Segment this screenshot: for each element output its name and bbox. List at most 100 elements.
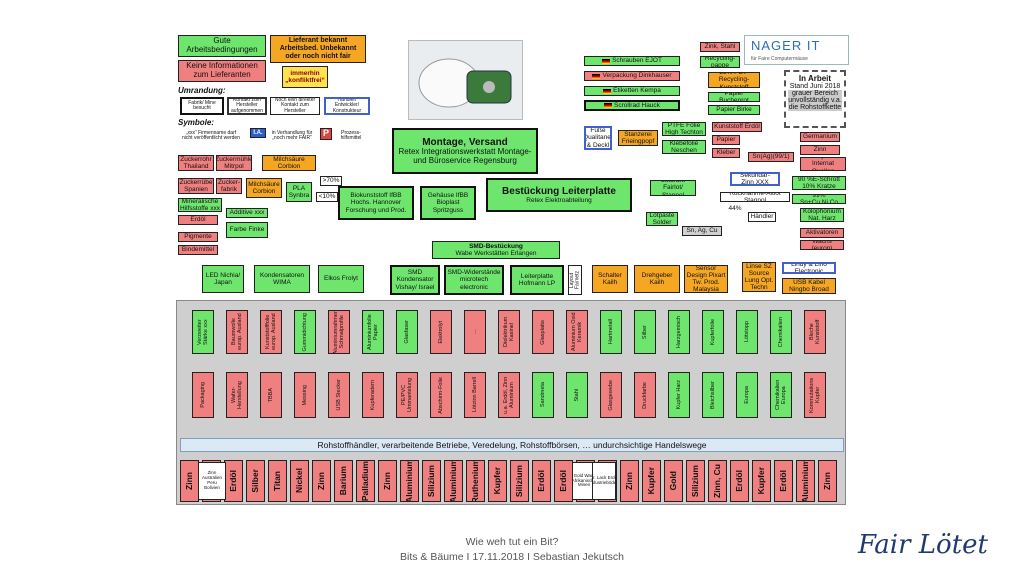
raw-material: Gold [664,460,683,502]
gray-item-label: Druckfarbe [641,381,648,409]
raw-material-label: Erdöl [777,470,788,492]
fair-loetet-logo: Fair Lötet [858,530,988,560]
part-tin: Zinn [800,145,840,155]
gray-item: Kunststofffolie europ. Ausland [260,310,282,354]
part-pigments: Pigmente [178,232,218,242]
gray-item: Baumwolle europ. Ausland [226,310,248,354]
gray-item: Chemikalien [770,310,792,354]
assembly-sub: Retex Integrationswerkstatt Montage- und… [398,146,532,165]
gray-item: Packaging [192,372,214,418]
gray-item-label: Lötstopp [743,321,750,343]
raw-material: Palladium [356,460,375,502]
raw-material-label: Zinn [623,472,634,490]
gray-item-label: Kupferfolie [709,318,716,346]
raw-material-label: Zinn, Cu [711,464,722,498]
part-scrollwheel: Scrollrad Hauck [584,100,680,111]
raw-material-label: Erdöl [535,470,546,492]
part-ptfe: PTFE Folie High Techton [662,122,706,136]
gray-item-label: Dielektrikum Kasinel [502,316,515,348]
component-sensor: Sensor Design Pixart Tw. Prod. Malaysia [684,265,728,293]
gray-item-label: Chemikalien [777,316,784,348]
gray-item: Messing [294,372,316,418]
raw-material: Erdöl [774,460,793,502]
gray-item: Abschirm-Folie [430,372,452,418]
gray-item: Stahl [566,372,588,418]
raw-material: Erdöl [224,460,243,502]
process-aid-icon: P [320,128,332,140]
pcb-assembly-box: Bestückung Leiterplatte Retex Elektroabt… [486,178,632,212]
component-led: LED Nichia/ Japan [202,265,244,293]
part-glue: Kleber [712,148,740,158]
gray-item-label: Lötzinn Barrell [471,377,478,413]
raw-material: Titan [268,460,287,502]
gray-item-label: Verzweiter Stärke xxx [196,319,209,345]
raw-material-label: Kupfer [755,467,766,495]
label-70-percent: >70% [320,176,342,186]
legend-symbol-process: Prozess-hilfsmittel [334,128,368,144]
part-sugar-factory: Zucker-fabrik [216,178,242,194]
ia-icon: I.A. [250,128,266,138]
part-feet: Füße Qualitaner & Deckl [584,126,612,150]
legend-good: Gute Arbeitsbedingungen [178,35,266,57]
part-activators: Aktivatoren [800,228,844,238]
legend-frame-no-contact: Noch kein direkter Kontakt zum Herstelle… [270,97,320,115]
raw-material: Aluminium [444,460,463,502]
raw-material: Kupfer [488,460,507,502]
gray-item: … [464,310,486,354]
gray-item: Sandmeta [532,372,554,418]
raw-material-label: Gold [667,471,678,491]
nager-it-title: NAGER IT [751,38,821,53]
gray-item: Harzgemisch [668,310,690,354]
gray-item: Kupferadern [362,372,384,418]
gray-item: Kupfer Harz [668,372,690,418]
part-colophony: Kolophonium Nat. Harz [800,208,844,222]
part-additives: Additive xxx [226,208,268,218]
in-work-stand: Stand Juni 2018 [789,83,841,90]
assembly-box: Montage, Versand Retex Integrationswerks… [392,128,538,174]
gray-item: Kupferfolie [702,310,724,354]
part-housing: Gehäuse IfBB Bioplast Spritzguss [420,186,476,220]
gray-item: Elektrolyt [430,310,452,354]
gray-item-label: Wafer-Herstellung [230,381,243,409]
nager-it-logo: NAGER IT für Faire Computermäuse [744,35,849,65]
gray-item-label: Kunststofffolie europ. Ausland [264,313,277,351]
component-elkos: Elkos Frolyt [318,265,364,293]
gray-item: Glasgewebe [600,372,622,418]
smd-assembly-title: SMD-Bestückung [469,242,523,250]
raw-material: Ruthenium [466,460,485,502]
part-solder-wire: Lötdraht Fairlot/ Stannol [650,180,696,196]
legend-no-info: Keine Informationen zum Lieferanten [178,60,266,82]
gray-item-label: Glasgewebe [607,379,614,411]
gray-item: Dielektrikum Kasinel [498,310,520,354]
raw-material-label: Aluminium [403,460,414,502]
gray-item-label: Aluminiumfolie Papier [366,314,379,350]
raw-material: Silizium [510,460,529,502]
gray-item-label: Abschirm-Folie [437,376,444,414]
raw-material-label: Palladium [359,460,370,502]
part-paint: Farbe Finke [226,222,268,238]
gray-item: USB Stecker [328,372,350,418]
part-sn-ag-cu: Sn, Ag, Cu [682,226,722,236]
raw-material-label: Nickel [293,468,304,494]
gray-item: Druckfarbe [634,372,656,418]
raw-material: Silizium [422,460,441,502]
part-pet: 25% PET-Recycling-Kunststoff [708,72,760,88]
raw-material: Zinn [180,460,199,502]
component-smd-capacitor: SMD Kondensator Vishay/ Israel [390,265,440,295]
nager-it-sub: für Faire Computermäuse [751,56,808,62]
raw-note: Zinn Australien Peru Bolivien [198,462,226,500]
gray-item: u.a. Erdöl, Zinn Aluminium [498,372,520,418]
component-encoder: Drehgeber Kailh [634,265,680,293]
gray-item-label: Baumwolle europ. Ausland [230,313,243,351]
raw-material-label: Silizium [513,464,524,498]
gray-item-label: Silber [641,324,648,340]
raw-material: Zinn [312,460,331,502]
legend-conflict-free: immerhin „konfliktfrei“ [282,66,328,88]
part-punching: Stanzerei Frieingpopf [618,130,658,146]
pcb-assembly-title: Bestückung Leiterplatte [502,185,616,197]
raw-material-label: Erdöl [227,470,238,492]
gray-item: Wafer-Herstellung [226,372,248,418]
gray-item: Hartmetall [600,310,622,354]
gray-item-label: Chemikalien Europa [774,379,787,411]
raw-material: Nickel [290,460,309,502]
